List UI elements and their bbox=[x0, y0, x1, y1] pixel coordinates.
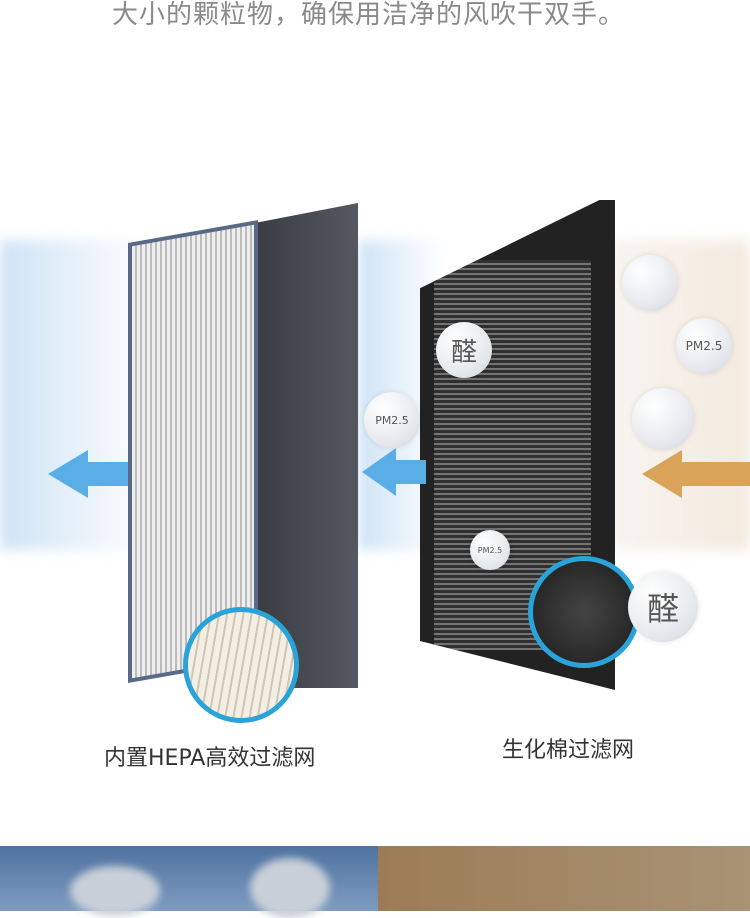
arrow-orange-icon bbox=[642, 450, 682, 498]
particle-bubble bbox=[622, 255, 678, 311]
hepa-label: 内置HEPA高效过滤网 bbox=[104, 746, 316, 771]
sky-image bbox=[0, 846, 378, 918]
bio-cotton-detail-circle bbox=[528, 556, 640, 668]
arrow-middle-icon bbox=[362, 448, 396, 496]
arrow-left-shaft bbox=[88, 462, 128, 486]
pm25-bubble: PM2.5 bbox=[470, 530, 510, 570]
bio-label: 生化棉过滤网 bbox=[502, 738, 635, 763]
pm25-bubble: PM2.5 bbox=[364, 392, 420, 448]
sand-image bbox=[378, 846, 750, 911]
arrow-orange-shaft bbox=[682, 462, 750, 486]
arrow-middle-shaft bbox=[396, 460, 426, 484]
airflow-left bbox=[0, 240, 140, 550]
particle-bubble bbox=[632, 388, 694, 450]
formaldehyde-bubble: 醛 bbox=[436, 322, 492, 378]
hepa-detail-circle bbox=[183, 607, 299, 723]
formaldehyde-bubble: 醛 bbox=[628, 572, 698, 642]
pm25-bubble: PM2.5 bbox=[676, 318, 732, 374]
hepa-filter-image bbox=[128, 203, 358, 688]
arrow-left-icon bbox=[48, 450, 88, 498]
description-text: 大小的颗粒物，确保用洁净的风吹干双手。 bbox=[112, 0, 626, 30]
